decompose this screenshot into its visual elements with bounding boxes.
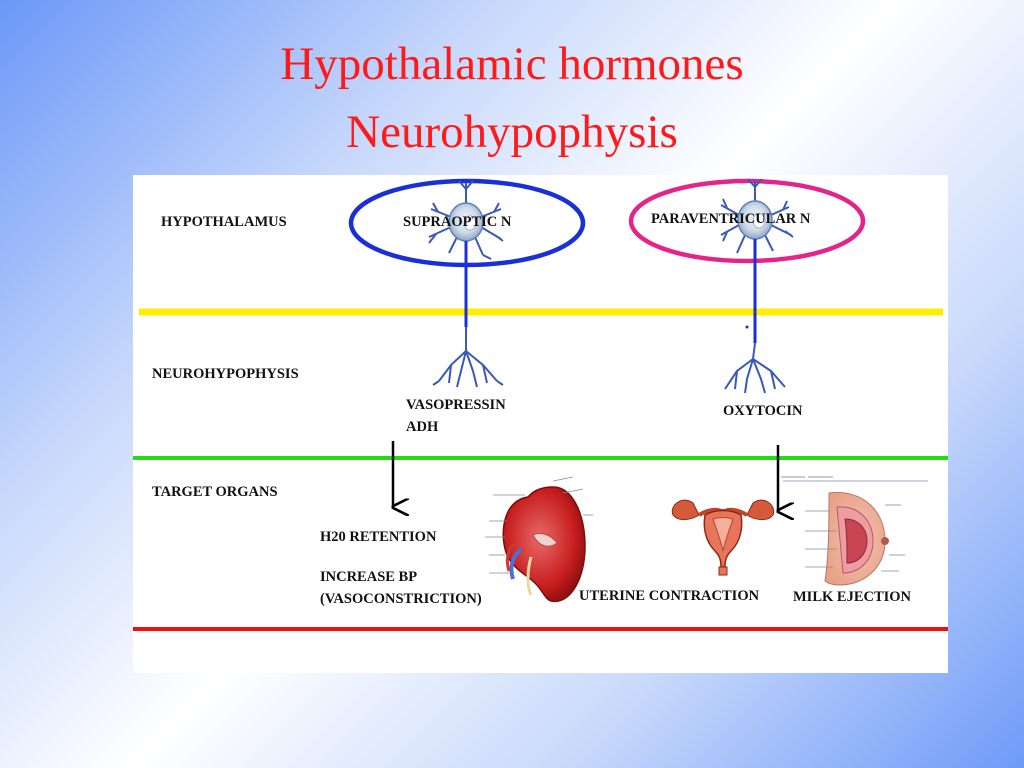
row-label-hypothalamus: HYPOTHALAMUS — [161, 214, 287, 230]
increase-bp-label: INCREASE BP — [320, 569, 418, 585]
vasopressin-label: VASOPRESSIN — [406, 397, 506, 413]
vasoconstriction-label: (VASOCONSTRICTION) — [320, 591, 482, 607]
oxytocin-label: OXYTOCIN — [723, 403, 803, 419]
kidney-illustration — [485, 476, 593, 603]
row-label-target-organs: TARGET ORGANS — [152, 484, 278, 500]
paraventricular-nucleus-ring — [628, 178, 866, 264]
supraoptic-axon-terminal-icon — [432, 327, 504, 388]
row-label-neurohypophysis: NEUROHYPOPHYSIS — [152, 366, 299, 382]
mammary-gland-illustration — [781, 476, 928, 586]
uterine-contraction-label: UTERINE CONTRACTION — [579, 588, 760, 604]
adh-label: ADH — [406, 419, 439, 435]
diagram-artwork — [133, 178, 948, 631]
paraventricular-axon-terminal-icon — [724, 342, 786, 394]
diagram-panel: HYPOTHALAMUS SUPRAOPTIC N PARAVENTRICULA… — [133, 175, 948, 673]
supraoptic-nucleus-label: SUPRAOPTIC N — [403, 214, 512, 230]
uterus-illustration — [671, 499, 775, 576]
paraventricular-nucleus-label: PARAVENTRICULAR N — [651, 211, 811, 227]
slide-title-line1: Hypothalamic hormones — [280, 38, 744, 90]
slide-title-line2: Neurohypophysis — [346, 106, 678, 158]
paraventricular-neuron-icon — [720, 178, 794, 254]
h2o-retention-label: H20 RETENTION — [320, 529, 437, 545]
milk-ejection-label: MILK EJECTION — [793, 589, 912, 605]
supraoptic-neuron-icon — [428, 180, 504, 260]
